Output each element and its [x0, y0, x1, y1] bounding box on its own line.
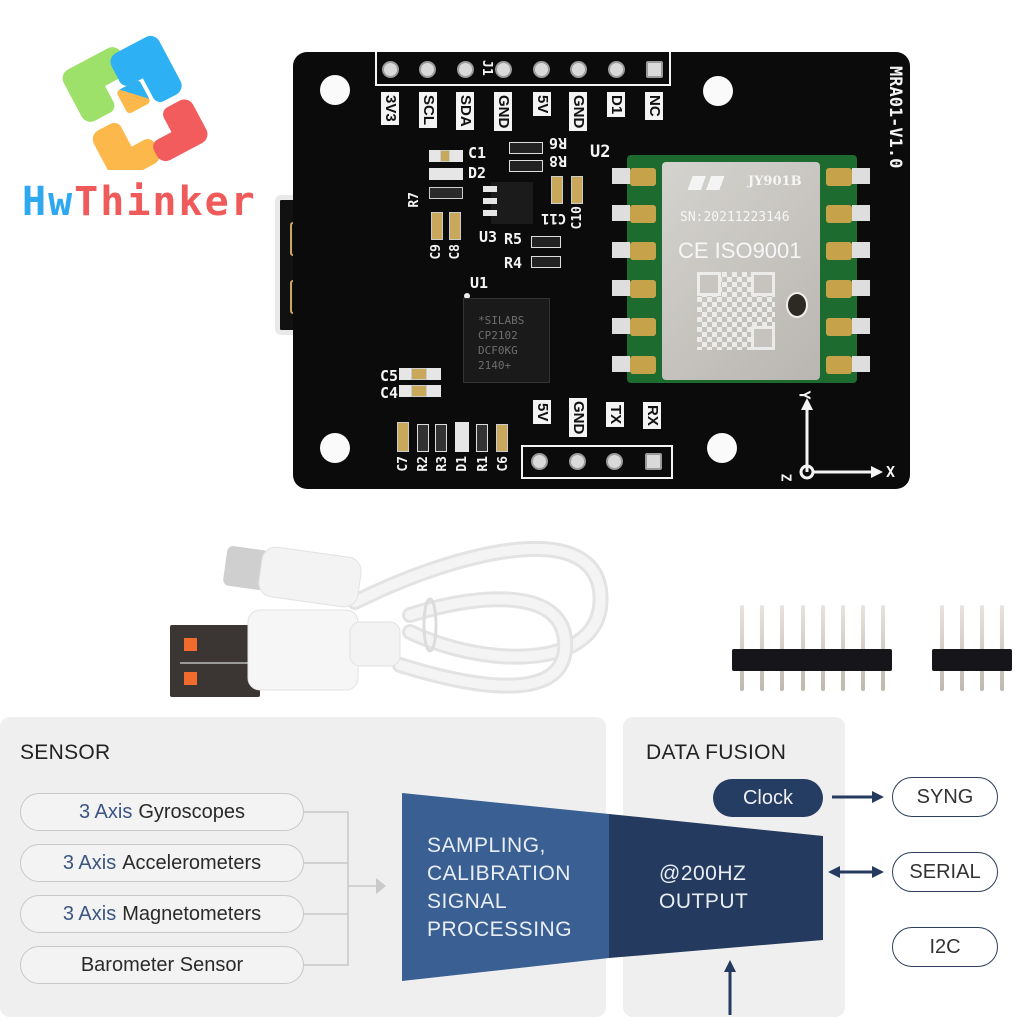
vent-hole	[786, 292, 808, 318]
sensor-bracket-connector	[304, 811, 386, 966]
logo-mark-icon	[62, 35, 208, 170]
brand-name: HwThinker	[22, 180, 257, 224]
mounting-hole	[320, 433, 350, 463]
pin-label-tx: TX	[606, 402, 624, 428]
output-syng: SYNG	[892, 777, 998, 817]
mounting-hole	[320, 75, 350, 105]
usb-cable	[160, 530, 620, 710]
clock-pill: Clock	[713, 779, 823, 817]
mounting-hole	[707, 433, 737, 463]
pin-label-5v-bottom: 5V	[533, 400, 551, 425]
pin-label-gnd-bottom: GND	[569, 398, 587, 438]
pin-label-nc: NC	[645, 92, 663, 120]
output-rate-label: @200HZ OUTPUT	[659, 862, 749, 913]
bottom-header-outline	[521, 445, 673, 479]
wit-logo-icon	[682, 176, 730, 190]
sensor-panel-title: SENSOR	[20, 741, 111, 764]
brand-name-thinker: Thinker	[74, 179, 257, 225]
output-serial: SERIAL	[892, 852, 998, 892]
pin-label-3v3: 3V3	[381, 92, 399, 125]
output-i2c: I2C	[892, 927, 998, 967]
pin-label-gnd-2: GND	[569, 92, 587, 132]
pin-label-rx: RX	[643, 402, 661, 429]
axis-indicator-icon	[799, 398, 883, 480]
sensor-shield-can: JY901B SN:20211223146 CE ISO9001	[662, 162, 820, 380]
pin-label-scl: SCL	[419, 92, 437, 128]
axis-x-label: X	[886, 463, 896, 481]
mounting-hole	[703, 76, 733, 106]
module-cert: CE ISO9001	[678, 238, 802, 263]
pin-label-sda: SDA	[456, 92, 474, 130]
model-label: MRA01-V1.0	[885, 66, 905, 169]
module-model: JY901B	[748, 174, 802, 189]
header-designator: J1	[479, 60, 494, 76]
usb-cable-icon	[170, 541, 609, 697]
qr-code-icon	[697, 272, 775, 350]
brand-name-hw: Hw	[22, 179, 75, 225]
pin-label-gnd: GND	[494, 92, 512, 132]
processing-label: SAMPLING, CALIBRATION SIGNAL PROCESSING	[427, 834, 573, 941]
cp2102-chip: *SILABS CP2102 DCF0KG 2140+	[463, 298, 550, 383]
module-serial: SN:20211223146	[680, 210, 790, 225]
pin-label-d1: D1	[607, 92, 625, 118]
pin-label-5v: 5V	[533, 92, 551, 117]
sensor-item-barometer: Barometer Sensor	[20, 946, 304, 984]
data-fusion-title: DATA FUSION	[646, 741, 787, 764]
brand-logo: HwThinker	[0, 0, 260, 230]
top-header-outline	[375, 52, 671, 86]
u3-chip	[491, 182, 533, 224]
